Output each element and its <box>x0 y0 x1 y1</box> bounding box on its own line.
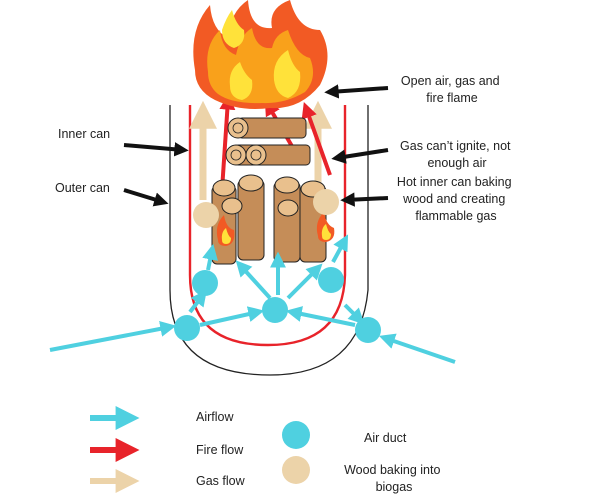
legend-air-duct-swatch <box>282 421 310 449</box>
air-duct-right <box>318 267 344 293</box>
biogas-blob-left <box>193 202 219 228</box>
legend-wood-baking-swatch <box>282 456 310 484</box>
air-duct-bottom-right <box>355 317 381 343</box>
air-duct-left <box>192 270 218 296</box>
label-outer-can: Outer can <box>55 181 110 195</box>
legend-gas-flow-label: Gas flow <box>196 474 246 488</box>
airflow-arrows <box>49 234 456 364</box>
open-flame-icon <box>193 0 328 109</box>
label-open-air: Open air, gas and fire flame <box>401 74 503 105</box>
annotation-arrows <box>123 84 389 207</box>
air-duct-bottom-left <box>174 315 200 341</box>
biogas-blob-right <box>313 189 339 215</box>
wood-logs-left <box>211 174 265 265</box>
legend-airflow-label: Airflow <box>196 410 234 424</box>
label-hot-inner-can: Hot inner can baking wood and creating f… <box>397 175 515 223</box>
wood-logs-right <box>273 176 327 263</box>
label-inner-can: Inner can <box>58 127 110 141</box>
legend-fire-flow-label: Fire flow <box>196 443 244 457</box>
wood-logs-top <box>225 117 311 166</box>
air-duct-bottom-center <box>262 297 288 323</box>
label-gas-cant-ignite: Gas can’t ignite, not enough air <box>400 139 514 170</box>
legend: Airflow Fire flow Gas flow Air duct Wood… <box>90 406 444 494</box>
legend-wood-baking-label: Wood baking into biogas <box>344 463 444 494</box>
legend-air-duct-label: Air duct <box>364 431 407 445</box>
